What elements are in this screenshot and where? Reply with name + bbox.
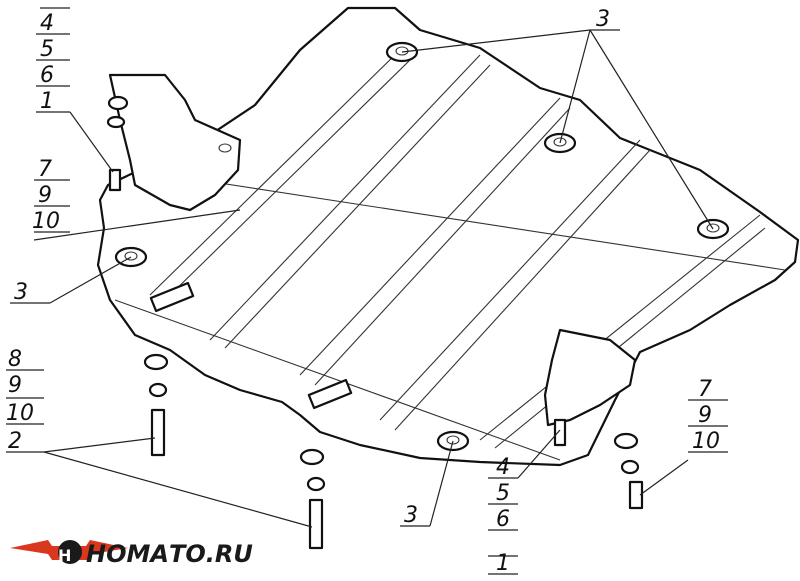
callout-10-left: 10 (32, 209, 60, 234)
callout-3-top-right: 3 (596, 7, 610, 32)
callout-5-top-left: 5 (40, 37, 54, 62)
callout-1-top-left: 1 (40, 89, 54, 114)
callout-9-bottom-left: 9 (8, 373, 22, 398)
callout-7-right: 7 (698, 377, 712, 402)
left-hardware (106, 95, 326, 550)
skid-plate-outline (96, 6, 800, 467)
logo-text: НОМАТО.RU (86, 540, 253, 568)
callout-7-left: 7 (38, 157, 52, 182)
callout-1-bottom: 1 (496, 551, 510, 576)
right-bracket (543, 328, 637, 427)
left-tab (149, 281, 195, 313)
callout-4-top-left: 4 (40, 11, 54, 36)
center-tab (307, 378, 353, 410)
callout-6-bottom: 6 (496, 507, 510, 532)
callout-2-bottom-left: 2 (8, 429, 22, 454)
callout-3-bottom-center: 3 (404, 503, 418, 528)
callout-10-right: 10 (692, 429, 720, 454)
callout-10-bottom-left: 10 (6, 401, 34, 426)
callout-9-left: 9 (38, 183, 52, 208)
callout-3-left: 3 (14, 280, 28, 305)
callout-6-top-left: 6 (40, 63, 54, 88)
callout-5-bottom: 5 (496, 481, 510, 506)
callout-8-bottom-left: 8 (8, 347, 22, 372)
right-hardware (553, 418, 644, 510)
callout-9-right: 9 (698, 403, 712, 428)
callout-labels: 4 5 6 1 7 9 10 3 8 9 10 2 3 3 4 5 6 1 7 … (6, 7, 720, 576)
plate-ribs (114, 49, 786, 461)
callout-4-bottom: 4 (496, 455, 510, 480)
homato-logo: Н НОМАТО.RU (10, 540, 253, 568)
leader-lines (6, 7, 728, 575)
logo-emblem-icon (58, 540, 82, 564)
svg-text:Н: Н (58, 546, 71, 565)
left-bracket (108, 73, 242, 212)
